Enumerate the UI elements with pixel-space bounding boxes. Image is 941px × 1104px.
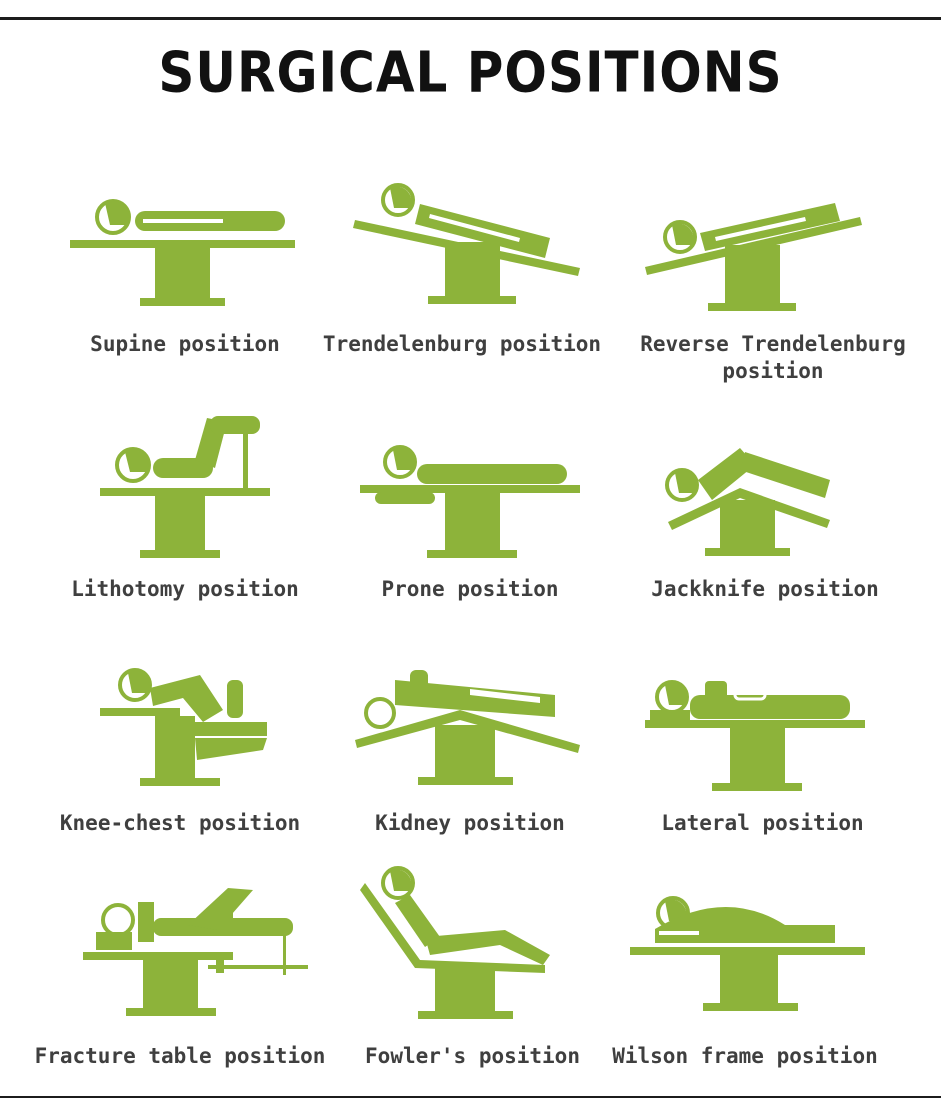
bottom-border (0, 1096, 941, 1098)
page-title: SURGICAL POSITIONS (158, 40, 783, 105)
position-label: Trendelenburg position (322, 332, 602, 356)
trendelenburg-figure (350, 180, 590, 320)
kidney-figure (350, 665, 590, 795)
knee-chest-figure (95, 660, 275, 795)
position-label: Reverse Trendelenburg position (640, 332, 906, 383)
position-label: Fowler's position (365, 1044, 580, 1068)
fowlers-figure (360, 865, 560, 1030)
fracture-table-figure (78, 880, 318, 1025)
supine-figure (65, 185, 305, 315)
position-label: Lateral position (661, 811, 864, 835)
lithotomy-figure (95, 410, 275, 565)
position-label: Lithotomy position (71, 577, 299, 601)
position-label: Supine position (90, 332, 280, 356)
wilson-frame-figure (625, 885, 870, 1020)
prone-figure (355, 440, 585, 565)
position-label: Wilson frame position (612, 1044, 878, 1068)
position-label: Fracture table position (34, 1044, 326, 1068)
reverse-trendelenburg-figure (640, 195, 870, 320)
position-label: Knee-chest position (59, 811, 301, 835)
lateral-figure (640, 675, 870, 795)
position-label: Jackknife position (651, 577, 879, 601)
position-label: Prone position (381, 577, 559, 601)
position-label: Kidney position (375, 811, 565, 835)
jackknife-figure (660, 440, 850, 565)
top-border (0, 17, 941, 20)
